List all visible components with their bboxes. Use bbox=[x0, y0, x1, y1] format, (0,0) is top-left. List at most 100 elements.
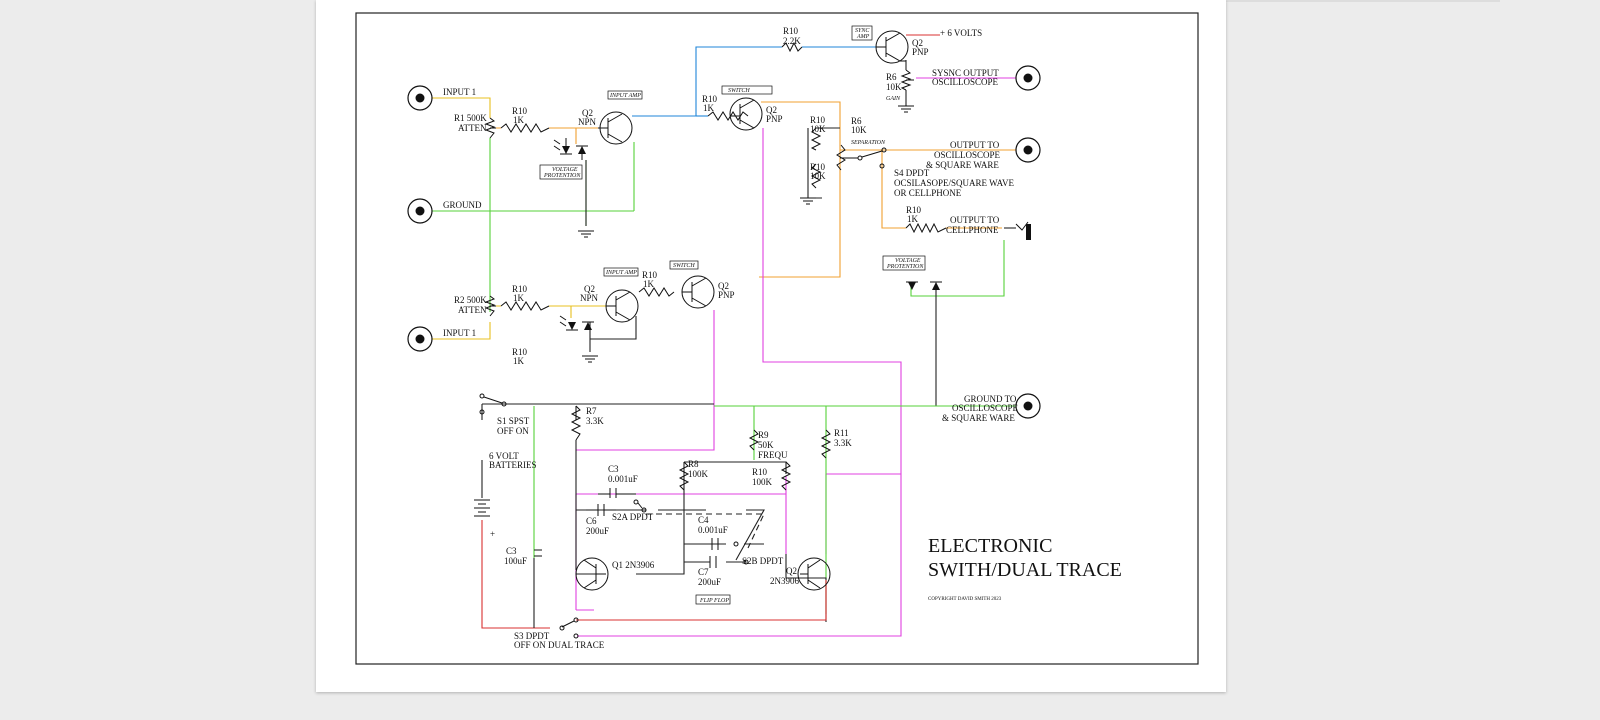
label-volt-prot-left-1: VOLTAGE bbox=[552, 167, 578, 173]
label-r6-sep-desc: SEPARATION bbox=[851, 140, 886, 146]
jack-input1-bottom[interactable] bbox=[407, 326, 433, 352]
label-r10-h: R10 bbox=[810, 162, 826, 172]
box-voltage-protection-right bbox=[882, 255, 926, 271]
label-r7-val: 3.3K bbox=[586, 416, 604, 426]
transistor-q2-pnp-sync-icon bbox=[875, 30, 909, 64]
wire-output bbox=[840, 149, 1002, 229]
transistor-q2-pnp-switch-bottom-icon bbox=[681, 275, 715, 309]
diagram-title-line2: SWITH/DUAL TRACE bbox=[928, 559, 1122, 581]
document-page: INPUT 1 GROUND INPUT 1 R1 500K ATTEN R2 … bbox=[316, 0, 1226, 692]
label-c6-val: 200uF bbox=[586, 526, 609, 536]
label-r6-sep-val: 10K bbox=[851, 125, 867, 135]
label-ground: GROUND bbox=[443, 200, 482, 210]
jack-output-oscilloscope[interactable] bbox=[1015, 137, 1041, 163]
label-r10-j: R10 bbox=[752, 467, 768, 477]
label-s2b: S2B DPDT bbox=[742, 556, 784, 566]
label-q2-ff-val: 2N3906 bbox=[770, 576, 799, 586]
label-r10-c-val: 1K bbox=[513, 356, 525, 366]
wire-protect-right bbox=[910, 240, 1005, 297]
pot-wipers bbox=[490, 79, 914, 307]
label-r9-val: 50K bbox=[758, 440, 774, 450]
box-switch-top bbox=[721, 85, 773, 95]
label-r10-b-val: 1K bbox=[513, 293, 525, 303]
label-r10-d: R10 bbox=[702, 94, 718, 104]
diode-pair-right-icon bbox=[906, 281, 942, 290]
box-flip-flop bbox=[695, 594, 731, 605]
label-s4-2: OCSILASOPE/SQUARE WAVE bbox=[894, 178, 1014, 188]
diagram-frame bbox=[355, 12, 1199, 665]
label-r10-a: R10 bbox=[512, 106, 528, 116]
label-s3-1: S3 DPDT bbox=[514, 631, 550, 641]
label-s3-2: OFF ON DUAL TRACE bbox=[514, 640, 605, 650]
transistor-q2-npn-bottom-icon bbox=[605, 289, 639, 323]
box-input-amp-top bbox=[607, 90, 643, 100]
label-r10-j-val: 100K bbox=[752, 477, 773, 487]
wire-trace-a bbox=[577, 128, 902, 637]
label-r10-f: R10 bbox=[783, 26, 799, 36]
label-c4-val: 0.001uF bbox=[698, 525, 728, 535]
jack-ground-oscilloscope[interactable] bbox=[1015, 393, 1041, 419]
label-switch-top: SWITCH bbox=[728, 88, 750, 94]
label-batt-1: 6 VOLT bbox=[489, 451, 519, 461]
label-r10-a-val: 1K bbox=[513, 115, 525, 125]
label-input1-top: INPUT 1 bbox=[443, 87, 476, 97]
label-c3-val: 0.001uF bbox=[608, 474, 638, 484]
label-r6-gain-desc: GAIN bbox=[886, 96, 901, 102]
label-r11: R11 bbox=[834, 428, 849, 438]
label-out-cell-2: CELLPHONE bbox=[946, 225, 999, 235]
wire-ground-bus bbox=[424, 138, 635, 312]
label-pnp-sync: PNP bbox=[912, 47, 929, 57]
label-r6-sep: R6 bbox=[851, 116, 862, 126]
diagram-title-line1: ELECTRONIC bbox=[928, 535, 1052, 557]
label-r8-val: 100K bbox=[688, 469, 709, 479]
wire-trace-d bbox=[575, 494, 594, 611]
resistors bbox=[484, 41, 947, 491]
label-out-cell-1: OUTPUT TO bbox=[950, 215, 1000, 225]
label-c3-big: C3 bbox=[506, 546, 517, 556]
label-out-osc-1: OUTPUT TO bbox=[950, 140, 1000, 150]
wire-red-rail bbox=[481, 520, 827, 629]
label-r2-name: R2 500K bbox=[454, 295, 487, 305]
box-voltage-protection-left bbox=[539, 164, 583, 180]
wire-input1-top bbox=[424, 97, 491, 118]
box-sync-amp bbox=[851, 25, 873, 41]
diode-pair-bottom-icon bbox=[559, 315, 594, 331]
jack-sync-output[interactable] bbox=[1015, 65, 1041, 91]
label-r10-b: R10 bbox=[512, 284, 528, 294]
label-r1-name: R1 500K bbox=[454, 113, 487, 123]
label-supply: + 6 VOLTS bbox=[940, 28, 982, 38]
wire-sync bbox=[632, 46, 876, 117]
jack-input1-top[interactable] bbox=[407, 85, 433, 111]
label-c3-big-val: 100uF bbox=[504, 556, 527, 566]
wire-ground-line bbox=[533, 405, 1016, 614]
label-q2-ff: Q2 bbox=[786, 566, 797, 576]
cellphone-plug-icon bbox=[1004, 221, 1031, 240]
switch-contacts-icon bbox=[479, 147, 887, 639]
label-npn-bottom: NPN bbox=[580, 293, 599, 303]
label-s2a: S2A DPDT bbox=[612, 512, 654, 522]
wire-trace-c bbox=[576, 473, 901, 554]
label-c4: C4 bbox=[698, 515, 709, 525]
jack-ground[interactable] bbox=[407, 198, 433, 224]
label-input-amp-top: INPUT AMP bbox=[609, 93, 641, 99]
label-out-osc-3: & SQUARE WARE bbox=[926, 160, 999, 170]
label-r7: R7 bbox=[586, 406, 597, 416]
label-r10-i: R10 bbox=[906, 205, 922, 215]
label-sync-amp-2: AMP bbox=[856, 34, 870, 40]
viewer-top-edge bbox=[1226, 0, 1500, 2]
label-out-osc-2: OSCILLOSCOPE bbox=[934, 150, 1001, 160]
label-batt-plus: + bbox=[490, 529, 495, 539]
box-switch-bottom bbox=[669, 260, 699, 270]
label-pnp-top: PNP bbox=[766, 114, 783, 124]
label-s1-1: S1 SPST bbox=[497, 416, 530, 426]
transistor-q2-npn-top-icon bbox=[598, 111, 633, 145]
wire-s2b bbox=[684, 543, 764, 563]
label-c6: C6 bbox=[586, 516, 597, 526]
wire-trace-b bbox=[576, 310, 715, 451]
label-r10-i-val: 1K bbox=[907, 214, 919, 224]
label-c7-val: 200uF bbox=[698, 577, 721, 587]
label-sync-output-2: OSCILLOSCOPE bbox=[932, 77, 999, 87]
label-q2-sync: Q2 bbox=[912, 38, 923, 48]
label-s1-2: OFF ON bbox=[497, 426, 529, 436]
